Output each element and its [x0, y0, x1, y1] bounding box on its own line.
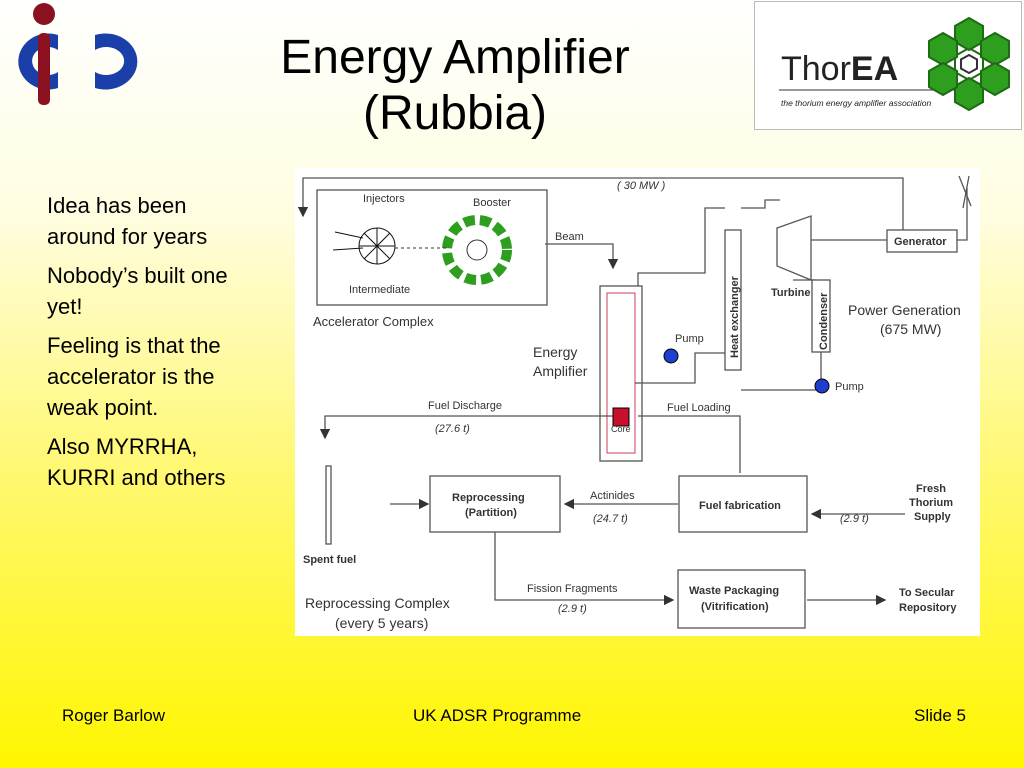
bullet-item: Nobody’s built one yet! — [47, 263, 228, 319]
svg-text:Power Generation: Power Generation — [848, 302, 961, 318]
title-line-2: (Rubbia) — [362, 87, 548, 140]
thorea-logo: ThorEA the thorium energy amplifier asso… — [754, 1, 1022, 130]
svg-text:Reprocessing Complex: Reprocessing Complex — [305, 595, 450, 611]
svg-text:Injectors: Injectors — [363, 193, 405, 205]
svg-text:Generator: Generator — [894, 236, 947, 248]
svg-text:Beam: Beam — [555, 231, 584, 243]
svg-text:(Vitrification): (Vitrification) — [701, 601, 769, 613]
energy-amplifier-diagram: ( 30 MW ) Injectors Booster Intermediate… — [295, 168, 980, 636]
bullet-list: Idea has been around for years Nobody’s … — [47, 190, 247, 501]
svg-text:(24.7 t): (24.7 t) — [593, 513, 628, 525]
footer-slide-number: Slide 5 — [914, 706, 966, 725]
svg-text:Repository: Repository — [899, 602, 957, 614]
pump-icon — [663, 348, 679, 364]
booster-ring-icon — [442, 215, 512, 285]
bullet-item: Idea has been around for years — [47, 193, 208, 249]
svg-text:Fuel Discharge: Fuel Discharge — [428, 400, 502, 412]
svg-text:Fuel fabrication: Fuel fabrication — [699, 500, 781, 512]
svg-text:Heat exchanger: Heat exchanger — [729, 275, 741, 358]
svg-text:Spent fuel: Spent fuel — [303, 554, 356, 566]
svg-text:Accelerator Complex: Accelerator Complex — [313, 314, 434, 329]
svg-text:Turbine: Turbine — [771, 287, 811, 299]
svg-text:(Partition): (Partition) — [465, 507, 517, 519]
footer-author: Roger Barlow — [62, 706, 165, 725]
svg-text:Intermediate: Intermediate — [349, 284, 410, 296]
title-line-1: Energy Amplifier — [280, 31, 630, 84]
svg-text:Fission Fragments: Fission Fragments — [527, 583, 618, 595]
svg-text:Energy: Energy — [533, 344, 577, 360]
svg-text:Amplifier: Amplifier — [533, 363, 588, 379]
svg-text:Condenser: Condenser — [818, 292, 830, 350]
svg-text:Core: Core — [611, 424, 631, 434]
svg-text:Actinides: Actinides — [590, 490, 635, 502]
svg-text:ThorEA: ThorEA — [781, 50, 898, 88]
svg-text:Pump: Pump — [675, 333, 704, 345]
slide-title: Energy Amplifier (Rubbia) — [230, 30, 680, 142]
svg-text:( 30 MW ): ( 30 MW ) — [617, 180, 666, 192]
svg-text:Waste Packaging: Waste Packaging — [689, 585, 779, 597]
svg-text:(2.9 t): (2.9 t) — [558, 603, 587, 615]
institute-logo — [0, 0, 165, 110]
pump-icon — [814, 378, 830, 394]
svg-text:Booster: Booster — [473, 197, 511, 209]
svg-text:To Secular: To Secular — [899, 587, 955, 599]
svg-text:Reprocessing: Reprocessing — [452, 492, 525, 504]
svg-text:Thorium: Thorium — [909, 497, 953, 509]
core-icon — [612, 407, 630, 427]
svg-text:Supply: Supply — [914, 511, 952, 523]
svg-text:(2.9 t): (2.9 t) — [840, 513, 869, 525]
bullet-item: Feeling is that the accelerator is the w… — [47, 333, 221, 420]
bullet-item: Also MYRRHA, KURRI and others — [47, 434, 226, 490]
svg-text:the thorium energy amplifier a: the thorium energy amplifier association — [781, 98, 932, 108]
footer-programme: UK ADSR Programme — [413, 706, 582, 725]
svg-text:Fuel Loading: Fuel Loading — [667, 402, 731, 414]
svg-text:(675 MW): (675 MW) — [880, 321, 941, 337]
svg-text:(27.6 t): (27.6 t) — [435, 423, 470, 435]
injector-ring-icon — [332, 227, 396, 265]
svg-text:Fresh: Fresh — [916, 483, 946, 495]
svg-text:(every 5 years): (every 5 years) — [335, 615, 428, 631]
svg-text:Pump: Pump — [835, 381, 864, 393]
hexagon-cluster-icon — [928, 16, 1010, 112]
